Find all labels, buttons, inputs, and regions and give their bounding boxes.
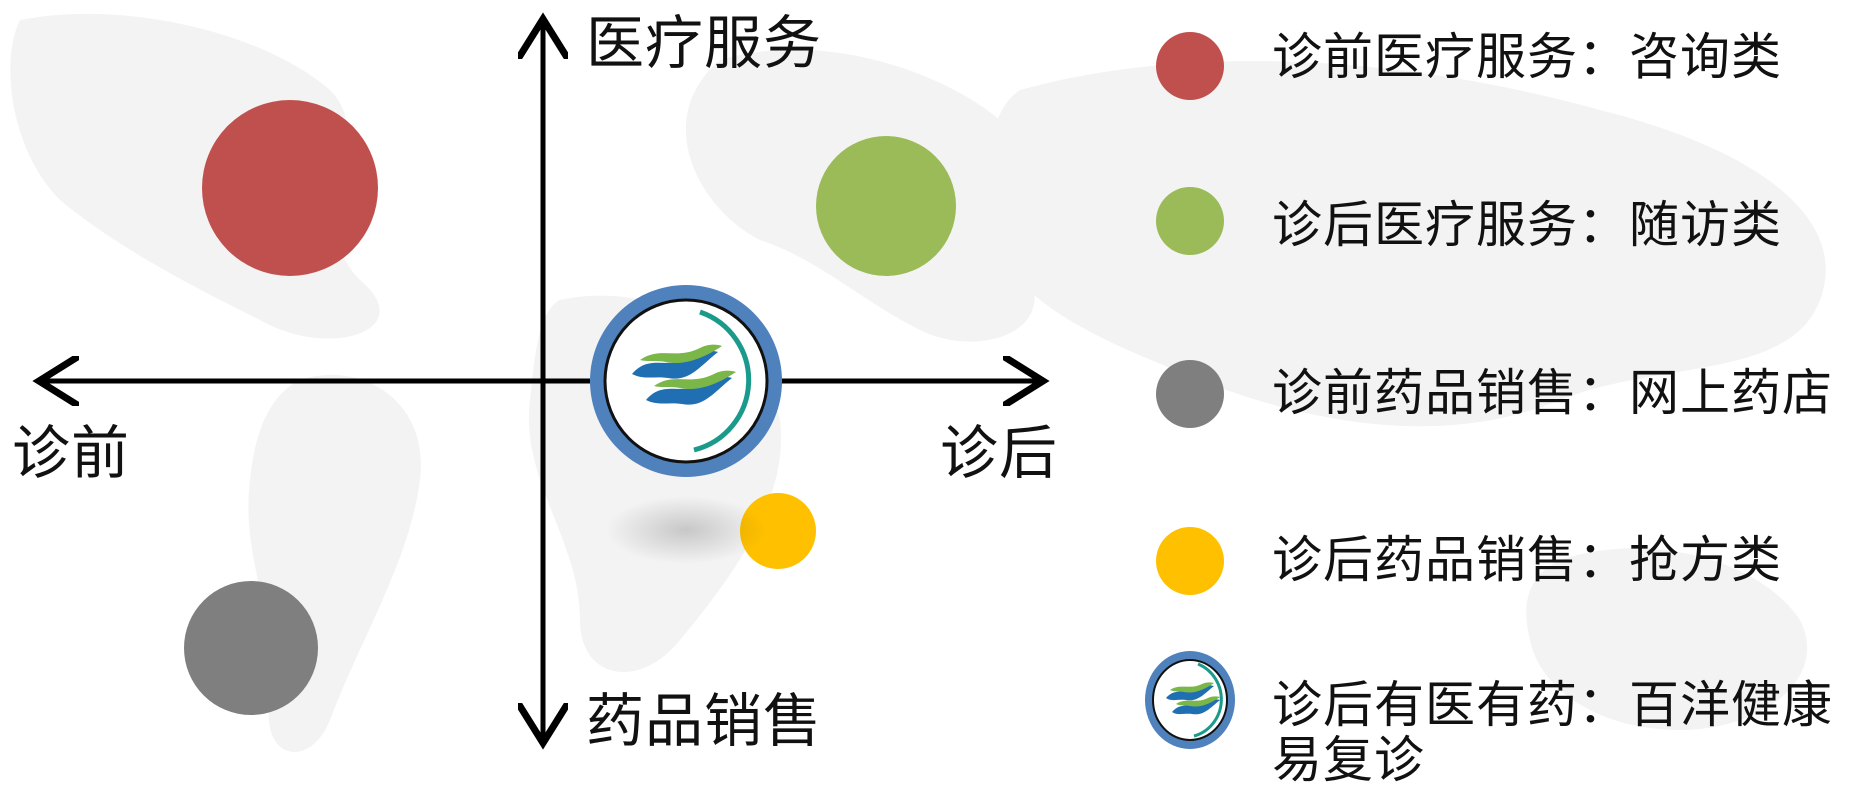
legend-yellow-marker: [1156, 527, 1224, 595]
axis-left-label: 诊前: [12, 419, 131, 487]
logo-shadow: [606, 496, 766, 564]
legend-green-marker: [1156, 187, 1224, 255]
gray-circle: [184, 581, 318, 715]
axis-bottom-label: 药品销售: [586, 687, 823, 755]
legend-item-3: 诊后药品销售：抢方类: [1272, 531, 1782, 589]
legend-item-4: 诊后有医有药：百洋健康易复诊: [1272, 676, 1833, 789]
legend-gray-marker: [1156, 360, 1224, 428]
axis-right-label: 诊后: [940, 419, 1059, 487]
green-circle: [816, 136, 956, 276]
yellow-circle: [740, 493, 816, 569]
legend-logo-icon: [1145, 651, 1235, 749]
legend-red-marker: [1156, 32, 1224, 100]
legend-item-0: 诊前医疗服务：咨询类: [1272, 28, 1782, 86]
red-circle: [202, 100, 378, 276]
axis-top-label: 医疗服务: [586, 9, 823, 77]
center-logo-icon: [590, 285, 782, 477]
legend-item-1: 诊后医疗服务：随访类: [1272, 196, 1782, 254]
legend-item-2: 诊前药品销售：网上药店: [1272, 364, 1833, 422]
